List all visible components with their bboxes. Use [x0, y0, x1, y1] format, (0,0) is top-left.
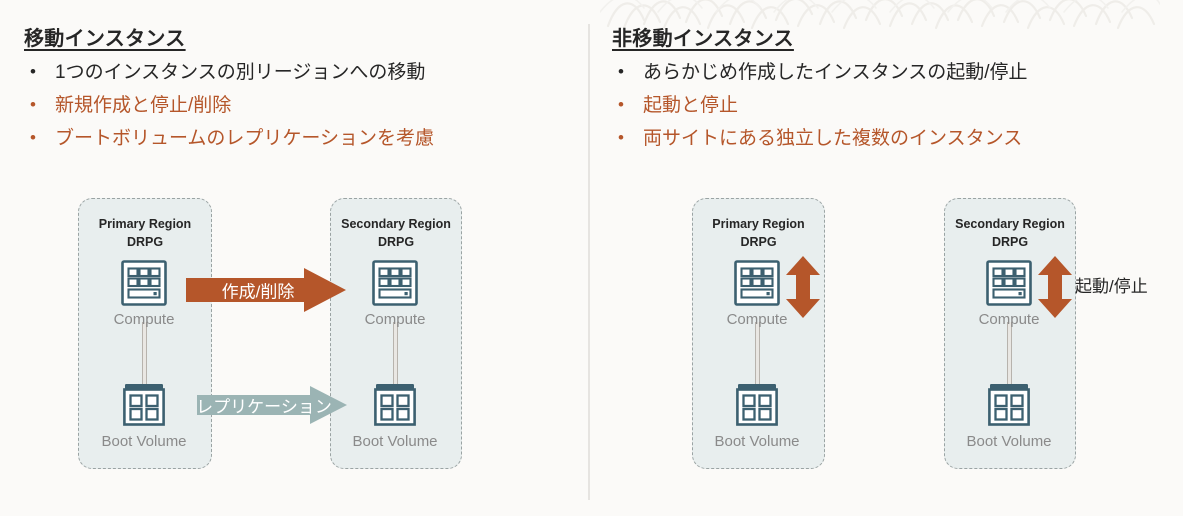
node-boot-volume: Boot Volume [702, 380, 812, 452]
arrow-label: レプリケーション [196, 397, 332, 417]
node-label: Boot Volume [714, 433, 800, 450]
node-compute: Compute [89, 258, 199, 330]
region-title-line1: Secondary Region [341, 217, 451, 231]
list-item: 1つのインスタンスの別リージョンへの移動 [24, 55, 434, 89]
region-title-line1: Primary Region [712, 217, 805, 231]
connector-line [142, 322, 147, 384]
node-boot-volume: Boot Volume [954, 380, 1064, 452]
node-label: Boot Volume [101, 433, 187, 450]
arrow-label: 作成/削除 [221, 282, 295, 302]
arrow-side-label: 起動/停止 [1075, 277, 1148, 296]
panel-divider [588, 24, 590, 500]
region-title-line2: DRPG [740, 235, 777, 249]
connector-line [1007, 322, 1012, 384]
node-label: Boot Volume [966, 433, 1052, 450]
boot-volume-icon [374, 384, 416, 426]
region-title-line1: Secondary Region [955, 217, 1065, 231]
region-title-line2: DRPG [126, 235, 164, 249]
boot-volume-icon [736, 384, 778, 426]
boot-volume-icon [988, 384, 1030, 426]
list-item: 新規作成と停止/削除 [24, 88, 434, 122]
bullet-text: ブートボリュームのレプリケーションを考慮 [55, 128, 435, 149]
compute-icon [372, 260, 418, 306]
arrow-start-stop-primary [785, 256, 821, 318]
region-title: Secondary Region DRPG [331, 215, 461, 251]
node-label: Compute [726, 311, 788, 328]
region-title: Primary Region DRPG [693, 215, 824, 251]
bullet-text: 起動と停止 [643, 95, 739, 116]
node-boot-volume: Boot Volume [89, 380, 199, 452]
region-title-line2: DRPG [991, 235, 1029, 249]
list-item: あらかじめ作成したインスタンスの起動/停止 [612, 55, 1028, 89]
region-title: Secondary Region DRPG [945, 215, 1075, 251]
right-panel-heading: 非移動インスタンス [612, 28, 794, 50]
node-label: Compute [978, 311, 1040, 328]
right-panel-bullet-list: あらかじめ作成したインスタンスの起動/停止 起動と停止 両サイトにある独立した複… [612, 55, 1028, 155]
arrow-replication: レプリケーション [196, 385, 347, 425]
node-label: Compute [364, 311, 426, 328]
connector-line [755, 322, 760, 384]
node-label: Compute [113, 311, 175, 328]
compute-icon [734, 260, 780, 306]
arrow-start-stop-secondary [1037, 256, 1073, 318]
arrow-up-down-shape [786, 256, 820, 318]
bullet-text: あらかじめ作成したインスタンスの起動/停止 [643, 62, 1028, 83]
compute-icon [986, 260, 1032, 306]
bullet-text: 1つのインスタンスの別リージョンへの移動 [55, 62, 426, 83]
arrow-create-delete: 作成/削除 [186, 267, 346, 313]
left-panel-heading: 移動インスタンス [24, 28, 186, 50]
list-item: ブートボリュームのレプリケーションを考慮 [24, 121, 435, 155]
node-compute: Compute [340, 258, 450, 330]
bullet-text: 新規作成と停止/削除 [55, 95, 232, 116]
connector-line [393, 322, 398, 384]
node-compute: Compute [702, 258, 812, 330]
region-title-line2: DRPG [377, 235, 415, 249]
list-item: 両サイトにある独立した複数のインスタンス [612, 121, 1028, 155]
node-boot-volume: Boot Volume [340, 380, 450, 452]
boot-volume-icon [123, 384, 165, 426]
region-title-line1: Primary Region [98, 217, 192, 231]
left-panel-bullet-list: 1つのインスタンスの別リージョンへの移動 新規作成と停止/削除 ブートボリューム… [24, 55, 435, 155]
arrow-right-shape [186, 268, 346, 312]
compute-icon [121, 260, 167, 306]
region-title: Primary Region DRPG [79, 215, 211, 251]
node-label: Boot Volume [352, 433, 438, 450]
list-item: 起動と停止 [612, 88, 1028, 122]
arrow-right-shape [197, 386, 347, 424]
node-compute: Compute [954, 258, 1064, 330]
bullet-text: 両サイトにある独立した複数のインスタンス [643, 128, 1023, 149]
arrow-up-down-shape [1038, 256, 1072, 318]
